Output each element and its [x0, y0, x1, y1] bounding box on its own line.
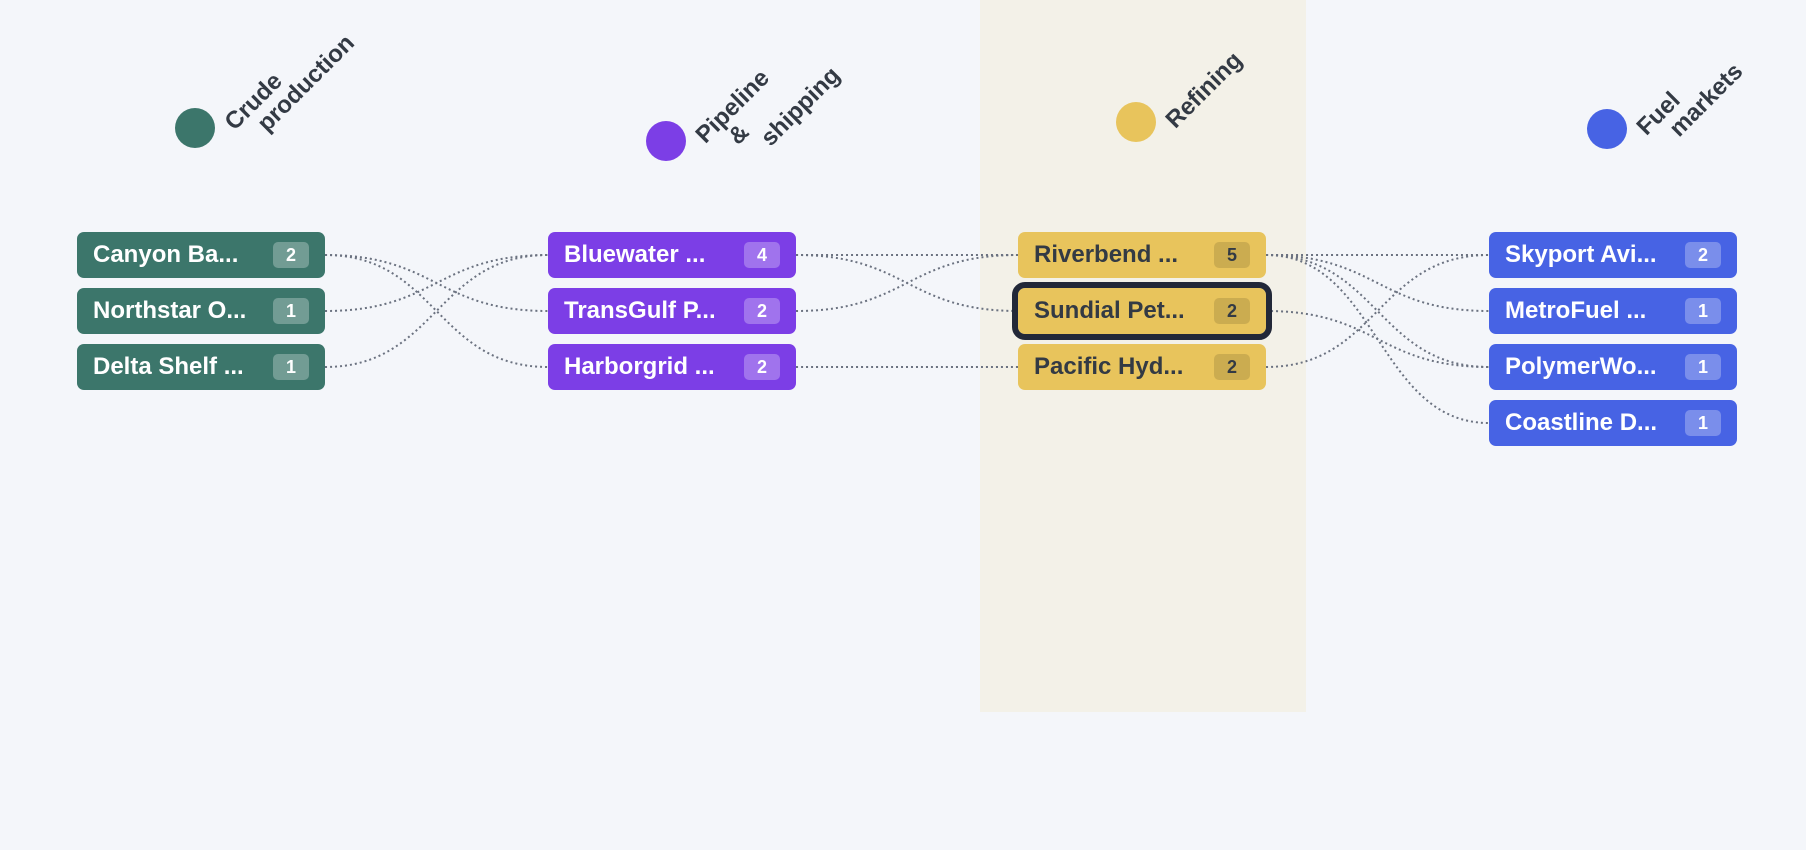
- node-count-badge: 2: [1685, 242, 1721, 268]
- node-coastline[interactable]: Coastline D... 1: [1489, 400, 1737, 446]
- node-label: TransGulf P...: [564, 297, 716, 324]
- node-count-badge: 5: [1214, 242, 1250, 268]
- node-count-badge: 2: [1214, 354, 1250, 380]
- node-canyon[interactable]: Canyon Ba... 2: [77, 232, 325, 278]
- node-count-badge: 1: [1685, 410, 1721, 436]
- node-delta[interactable]: Delta Shelf ... 1: [77, 344, 325, 390]
- column-dot-refining: [1116, 102, 1156, 142]
- link-delta-bluewater: [324, 254, 549, 368]
- node-label: Riverbend ...: [1034, 241, 1179, 268]
- node-count-badge: 2: [744, 298, 780, 324]
- link-northstar-bluewater: [324, 254, 549, 312]
- link-canyon-transgulf: [324, 254, 549, 312]
- node-polymerwo[interactable]: PolymerWo... 1: [1489, 344, 1737, 390]
- node-label: Delta Shelf ...: [93, 353, 244, 380]
- node-label: Sundial Pet...: [1034, 297, 1185, 324]
- link-canyon-harborgrid: [324, 254, 549, 368]
- node-label: Canyon Ba...: [93, 241, 239, 268]
- node-label: Pacific Hyd...: [1034, 353, 1184, 380]
- node-skyport[interactable]: Skyport Avi... 2: [1489, 232, 1737, 278]
- node-count-badge: 1: [273, 354, 309, 380]
- node-label: Northstar O...: [93, 297, 247, 324]
- node-riverbend[interactable]: Riverbend ... 5: [1018, 232, 1266, 278]
- node-count-badge: 1: [1685, 298, 1721, 324]
- column-dot-pipeline: [646, 121, 686, 161]
- node-northstar[interactable]: Northstar O... 1: [77, 288, 325, 334]
- node-label: MetroFuel ...: [1505, 297, 1647, 324]
- column-dot-fuel: [1587, 109, 1627, 149]
- node-count-badge: 1: [1685, 354, 1721, 380]
- node-label: Harborgrid ...: [564, 353, 715, 380]
- node-count-badge: 4: [744, 242, 780, 268]
- node-sundial[interactable]: Sundial Pet... 2: [1012, 282, 1272, 340]
- node-count-badge: 1: [273, 298, 309, 324]
- node-bluewater[interactable]: Bluewater ... 4: [548, 232, 796, 278]
- node-label: Skyport Avi...: [1505, 241, 1657, 268]
- node-metrofuel[interactable]: MetroFuel ... 1: [1489, 288, 1737, 334]
- node-transgulf[interactable]: TransGulf P... 2: [548, 288, 796, 334]
- node-label: Bluewater ...: [564, 241, 706, 268]
- node-count-badge: 2: [744, 354, 780, 380]
- node-harborgrid[interactable]: Harborgrid ... 2: [548, 344, 796, 390]
- node-count-badge: 2: [273, 242, 309, 268]
- node-label: Coastline D...: [1505, 409, 1658, 436]
- node-pacific[interactable]: Pacific Hyd... 2: [1018, 344, 1266, 390]
- column-label-pipeline: Pipeline&shipping: [691, 29, 846, 182]
- column-dot-crude: [175, 108, 215, 148]
- node-label: PolymerWo...: [1505, 353, 1657, 380]
- node-count-badge: 2: [1214, 298, 1250, 324]
